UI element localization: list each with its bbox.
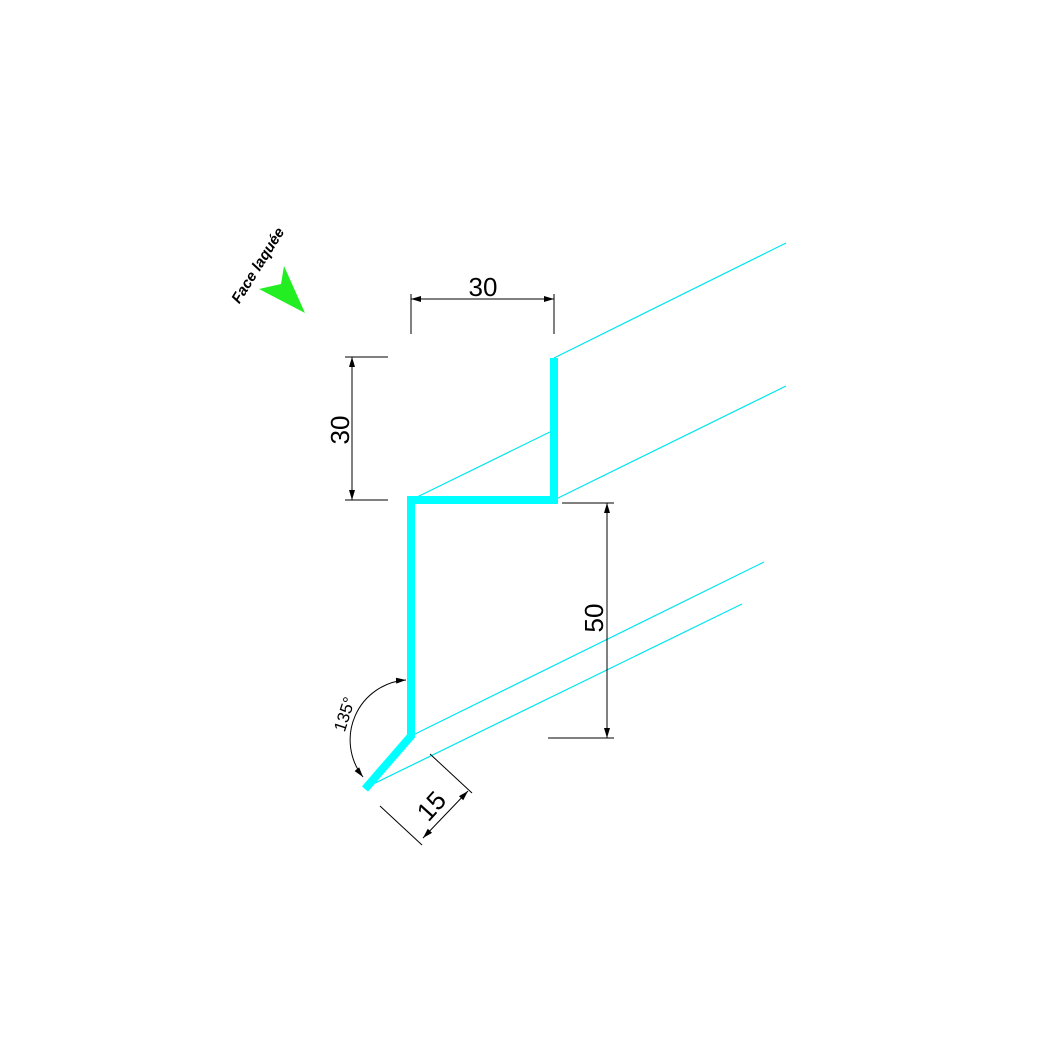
dim-top-height-label: 30 (325, 416, 355, 445)
angle-arc (349, 677, 407, 778)
dim-top-width-label: 30 (469, 272, 498, 302)
dimension-top-height (345, 356, 388, 501)
face-arrow-icon (259, 266, 305, 313)
angle-label: 135° (330, 695, 359, 734)
dim-lip-length-label: 15 (410, 785, 452, 827)
dimension-top-width (410, 294, 555, 334)
dimension-main-height (548, 502, 614, 739)
profile-section (361, 358, 558, 792)
dim-main-height-label: 50 (579, 604, 609, 633)
perspective-lines (364, 242, 787, 789)
dimension-lip-length (379, 753, 473, 846)
